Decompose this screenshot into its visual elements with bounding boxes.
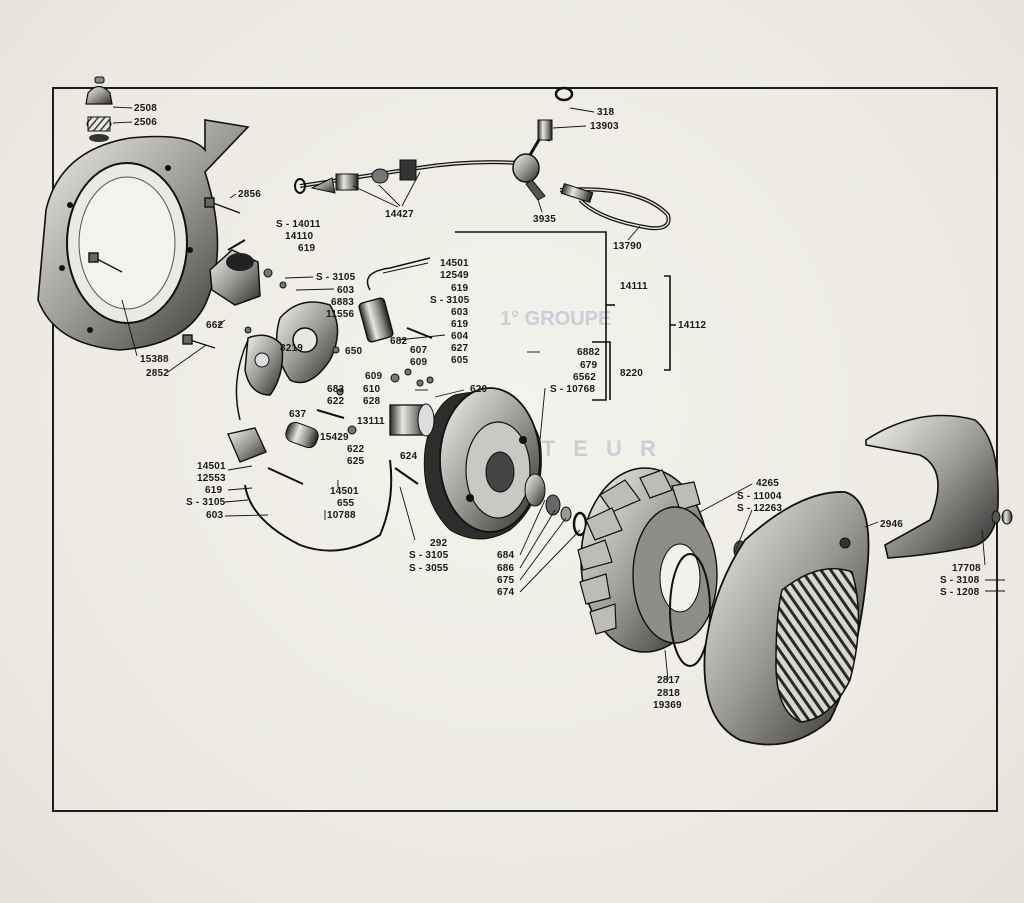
- label-292: 292: [430, 538, 448, 549]
- label-624: 624: [400, 451, 418, 462]
- label-12549: 12549: [440, 270, 469, 281]
- label-620: 620: [470, 384, 488, 395]
- label-8220: 8220: [620, 368, 644, 379]
- condenser-part: [358, 257, 431, 343]
- label-622-a: 622: [327, 396, 345, 407]
- label-655: 655: [337, 498, 355, 509]
- label-2852: 2852: [146, 368, 170, 379]
- label-675: 675: [497, 575, 515, 586]
- ignition-coil-part: [209, 239, 261, 306]
- label-674: 674: [497, 587, 515, 598]
- label-619-b: 619: [451, 283, 469, 294]
- label-s-3105-b: S - 3105: [430, 295, 470, 306]
- label-625: 625: [347, 456, 365, 467]
- label-604: 604: [451, 331, 469, 342]
- label-s-10768: S - 10768: [550, 384, 596, 395]
- label-609-b: 609: [365, 371, 383, 382]
- label-14501-c: 14501: [330, 486, 359, 497]
- label-619-c: 619: [451, 319, 469, 330]
- spark-plug-cap-part: [85, 76, 113, 142]
- lighting-coil-part: [227, 339, 419, 552]
- label-13903: 13903: [590, 121, 619, 132]
- label-607: 607: [410, 345, 428, 356]
- label-650: 650: [345, 346, 363, 357]
- engine-cover-part: [865, 414, 1013, 559]
- label-6562: 6562: [573, 372, 597, 383]
- watermark-groupe: 1° GROUPE: [500, 308, 612, 330]
- label-683: 683: [327, 384, 345, 395]
- label-14110: 14110: [285, 231, 314, 242]
- flywheel-housing-part: [37, 119, 250, 351]
- label-610: 610: [363, 384, 381, 395]
- label-s-3055: S - 3055: [409, 563, 449, 574]
- label-10788: 10788: [327, 510, 356, 521]
- label-19369: 19369: [653, 700, 682, 711]
- label-2818: 2818: [657, 688, 681, 699]
- label-s-1208: S - 1208: [940, 587, 980, 598]
- label-4265: 4265: [756, 478, 780, 489]
- label-8219: 8219: [280, 343, 304, 354]
- flywheel-part: [389, 387, 542, 540]
- label-603-a: 603: [337, 285, 355, 296]
- label-682: 682: [390, 336, 408, 347]
- leader-lines: [112, 106, 1005, 681]
- label-12553: 12553: [197, 473, 226, 484]
- fan-cowl-part: [703, 491, 870, 746]
- label-s-14011: S - 14011: [276, 219, 321, 230]
- label-637: 637: [289, 409, 307, 420]
- label-686: 686: [497, 563, 515, 574]
- label-s-11004: S - 11004: [737, 491, 782, 502]
- label-662: 662: [206, 320, 224, 331]
- stator-plate-part: [244, 301, 339, 396]
- small-parts-cluster: [244, 268, 434, 435]
- label-609-a: 609: [410, 357, 428, 368]
- label-s-12263: S - 12263: [737, 503, 783, 514]
- label-2817: 2817: [657, 675, 681, 686]
- label-2508: 2508: [134, 103, 158, 114]
- label-15388: 15388: [140, 354, 169, 365]
- hub-washers-part: [524, 473, 588, 537]
- label-6882: 6882: [577, 347, 601, 358]
- diagram-frame: [52, 87, 998, 812]
- label-605: 605: [451, 355, 469, 366]
- label-6883: 6883: [331, 297, 355, 308]
- group-brackets: [455, 231, 676, 401]
- label-2506: 2506: [134, 117, 158, 128]
- label-14501-a: 14501: [440, 258, 469, 269]
- label-619-a: 619: [298, 243, 316, 254]
- label-318: 318: [597, 107, 615, 118]
- label-14111: 14111: [620, 281, 648, 292]
- label-2946: 2946: [880, 519, 904, 530]
- label-627: 627: [451, 343, 469, 354]
- label-s-3108: S - 3108: [940, 575, 980, 586]
- ht-cable-part: [294, 86, 671, 231]
- label-s-3105-c: S - 3105: [186, 497, 226, 508]
- label-s-3105-a: S - 3105: [316, 272, 356, 283]
- cooling-fan-part: [577, 467, 747, 667]
- label-679: 679: [580, 360, 598, 371]
- label-14427: 14427: [385, 209, 414, 220]
- housing-bolts: [88, 197, 241, 349]
- label-14501-b: 14501: [197, 461, 226, 472]
- label-13111: 13111: [357, 416, 385, 427]
- label-3935: 3935: [533, 214, 557, 225]
- label-603-b: 603: [451, 307, 469, 318]
- label-s-3105-d: S - 3105: [409, 550, 449, 561]
- label-628: 628: [363, 396, 381, 407]
- label-17708: 17708: [952, 563, 981, 574]
- label-603-c: 603: [206, 510, 224, 521]
- label-622-b: 622: [347, 444, 365, 455]
- label-2856: 2856: [238, 189, 262, 200]
- label-619-d: 619: [205, 485, 223, 496]
- label-13790: 13790: [613, 241, 642, 252]
- label-684: 684: [497, 550, 515, 561]
- label-15429: 15429: [320, 432, 349, 443]
- label-11556: 11556: [326, 309, 355, 320]
- label-14112: 14112: [678, 320, 707, 331]
